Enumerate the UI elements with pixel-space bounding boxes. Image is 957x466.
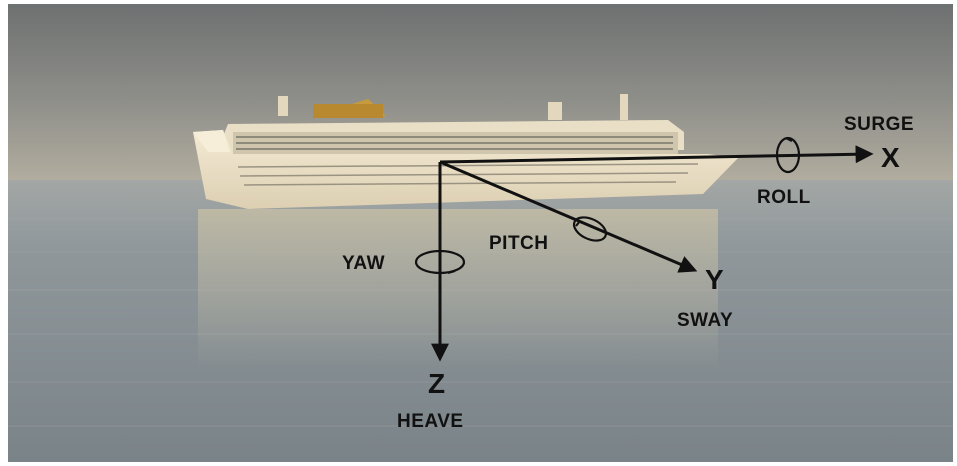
pitch-rotation-icon: [572, 216, 608, 242]
yaw-label: YAW: [342, 253, 386, 274]
pitch-label: PITCH: [489, 233, 549, 254]
sway-label: SWAY: [677, 310, 734, 331]
y-axis-arrow: [439, 160, 698, 273]
ship-motion-diagram: [8, 4, 953, 462]
x-axis-label: X: [881, 142, 900, 173]
z-axis-label: Z: [428, 368, 446, 399]
surge-label: SURGE: [844, 114, 915, 135]
roll-label: ROLL: [757, 187, 811, 208]
photo-frame: SURGE X ROLL PITCH Y SWAY YAW Z HEAVE: [8, 4, 953, 462]
water-reflection: [198, 209, 718, 369]
rotation-symbols: [414, 136, 801, 275]
heave-label: HEAVE: [397, 411, 464, 432]
y-axis-label: Y: [705, 264, 724, 295]
yaw-rotation-icon: [414, 249, 466, 275]
cruise-ship: [193, 94, 738, 209]
